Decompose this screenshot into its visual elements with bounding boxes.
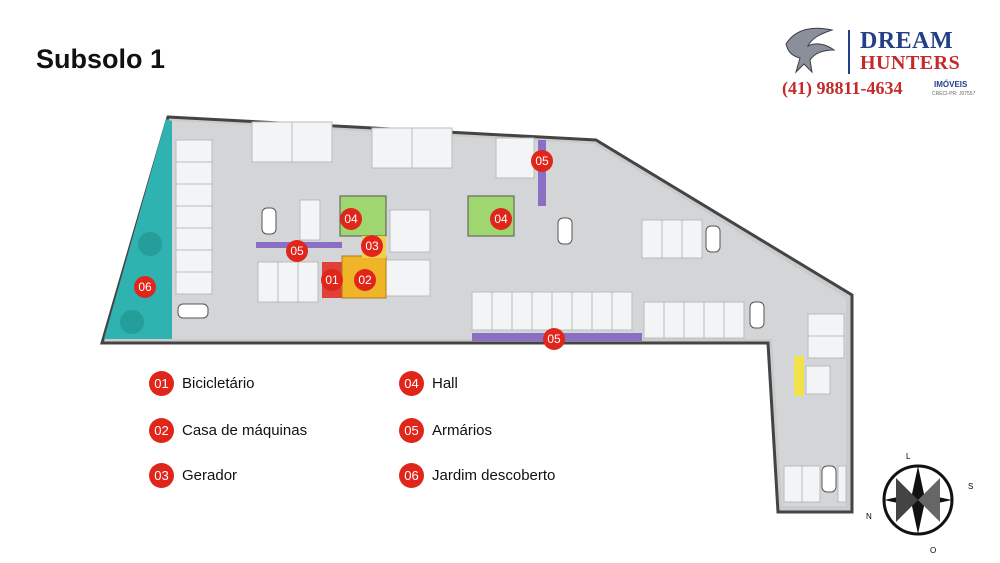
brand-line2: HUNTERS [860, 52, 961, 74]
legend-badge: 02 [149, 418, 174, 443]
lockers-2 [538, 140, 546, 206]
page-title: Subsolo 1 [36, 44, 166, 74]
parking-column-left [175, 139, 213, 295]
car [557, 217, 573, 245]
brand-divider [848, 30, 850, 74]
car [821, 465, 837, 493]
plan-marker-04: 04 [340, 208, 362, 230]
legend-item: 01 Bicicletário [149, 371, 255, 396]
car [705, 225, 721, 253]
legend-label: Jardim descoberto [432, 467, 556, 484]
plan-marker-01: 01 [321, 269, 343, 291]
car [177, 303, 209, 319]
legend-label: Bicicletário [182, 375, 255, 392]
parking-row-top [251, 121, 535, 179]
brand-sub: IMÓVEIS [934, 80, 968, 89]
brand-line1: DREAM [860, 28, 954, 54]
plan-marker-05: 05 [531, 150, 553, 172]
compass-letter: O [930, 546, 937, 555]
legend-label: Gerador [182, 467, 238, 484]
legend-label: Casa de máquinas [182, 422, 308, 439]
legend-badge: 05 [399, 418, 424, 443]
plan-marker-02: 02 [354, 269, 376, 291]
compass-letter: S [968, 482, 974, 491]
car [261, 207, 277, 235]
plan-marker-03: 03 [361, 235, 383, 257]
legend-badge: 06 [399, 463, 424, 488]
legend-badge: 01 [149, 371, 174, 396]
brand-phone: (41) 98811-4634 [782, 78, 903, 98]
legend-item: 03 Gerador [149, 463, 237, 488]
legend-item: 06 Jardim descoberto [399, 463, 555, 488]
legend-badge: 03 [149, 463, 174, 488]
parking-right [783, 313, 847, 503]
accessible-spot [794, 356, 804, 396]
legend-item: 02 Casa de máquinas [149, 418, 307, 443]
eagle-icon [785, 27, 836, 74]
garden-area [104, 119, 172, 339]
legend-label: Hall [432, 375, 458, 392]
plan-marker-05: 05 [286, 240, 308, 262]
legend-label: Armários [432, 422, 493, 439]
car [749, 301, 765, 329]
legend-item: 05 Armários [399, 418, 492, 443]
legend-badge: 04 [399, 371, 424, 396]
plan-marker-05: 05 [543, 328, 565, 350]
parking-center [257, 199, 745, 339]
compass-rose-icon [882, 464, 954, 536]
legend-item: 04 Hall [399, 371, 458, 396]
brand-creci: CRECI-PR: J07557 [932, 91, 976, 97]
compass-letter: N [866, 512, 872, 521]
plan-marker-04: 04 [490, 208, 512, 230]
compass-letter: L [906, 452, 911, 461]
plan-marker-06: 06 [134, 276, 156, 298]
